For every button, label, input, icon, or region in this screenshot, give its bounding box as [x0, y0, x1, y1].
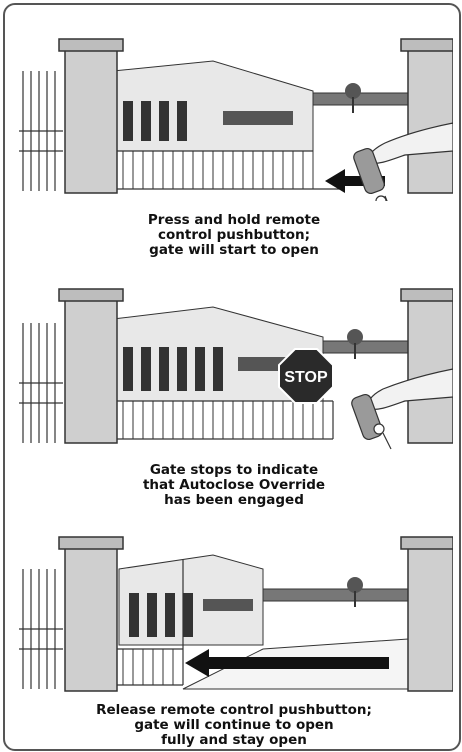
- step-2-caption: Gate stops to indicate that Autoclose Ov…: [5, 463, 461, 508]
- stop-sign-label: STOP: [284, 369, 328, 386]
- step-3-illustration: [13, 529, 453, 699]
- step-1-illustration: [13, 31, 453, 201]
- instruction-frame: Press and hold remote control pushbutton…: [3, 3, 461, 751]
- stop-sign-icon: STOP: [279, 349, 333, 403]
- step-3-caption: Release remote control pushbutton; gate …: [5, 703, 461, 748]
- step-1-caption: Press and hold remote control pushbutton…: [5, 213, 461, 258]
- step-2-illustration: STOP: [13, 283, 453, 451]
